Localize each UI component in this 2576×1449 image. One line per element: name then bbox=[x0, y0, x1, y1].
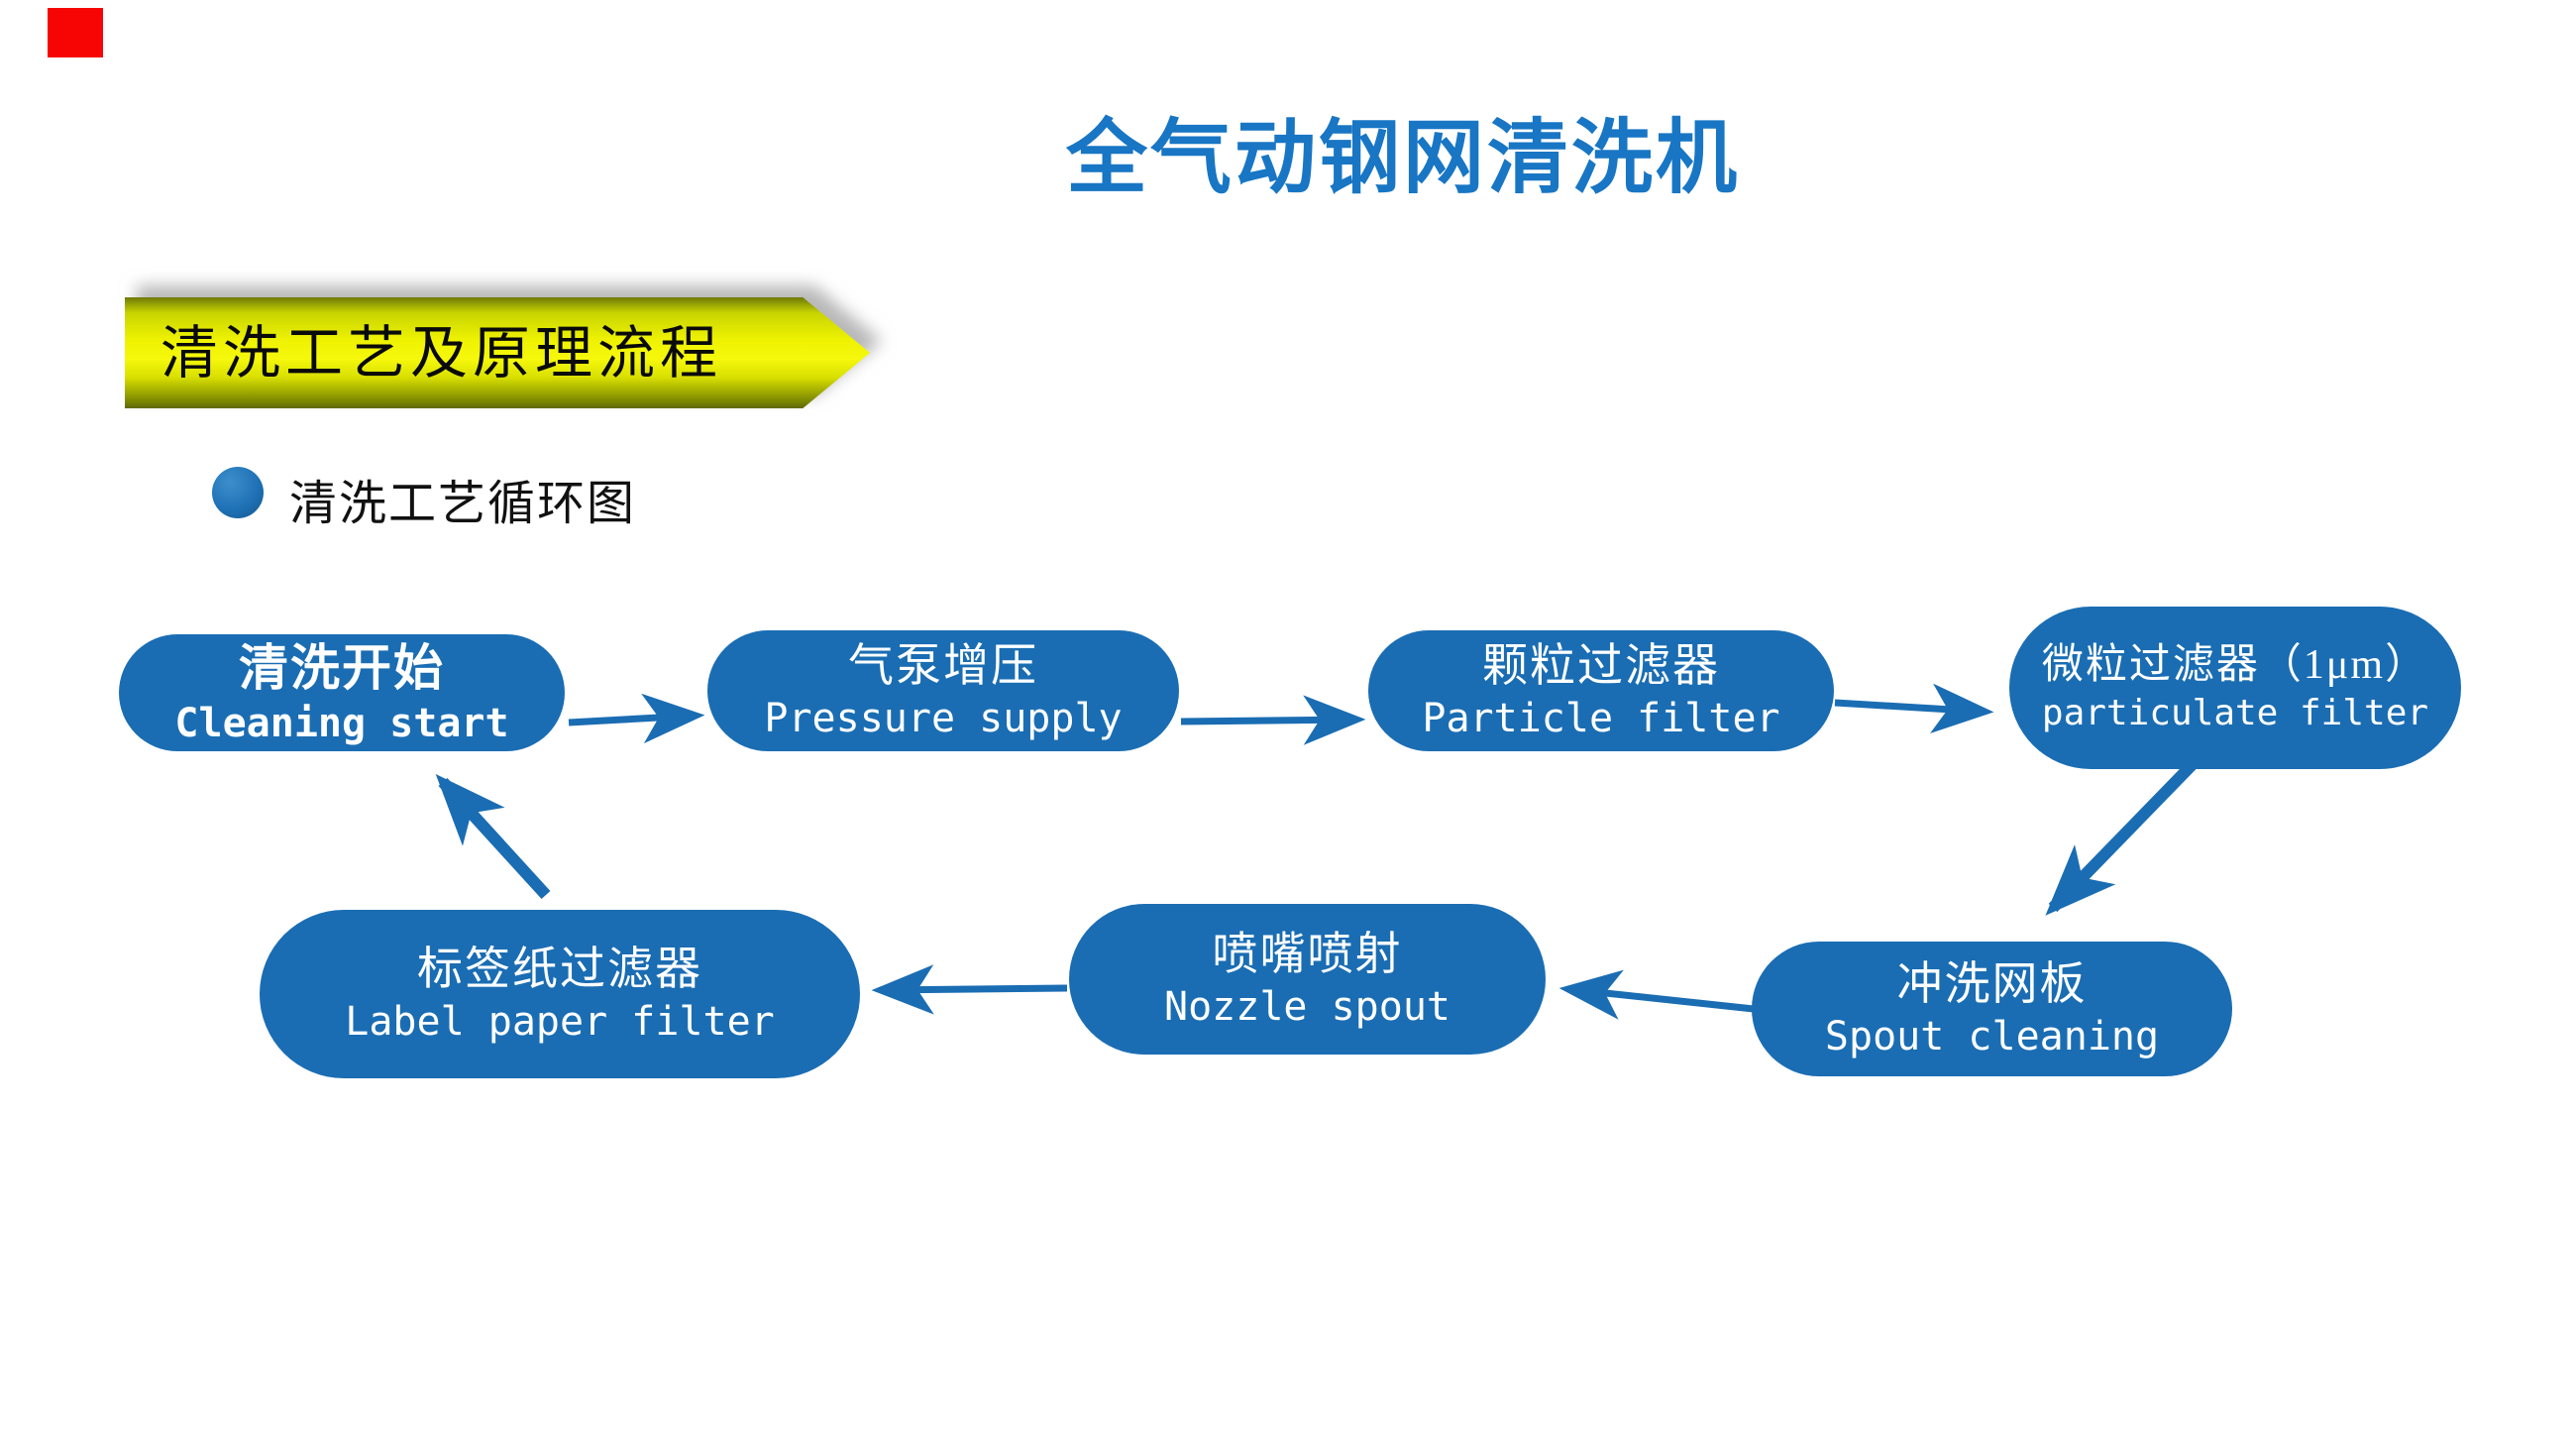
flow-node-particle-filter: 颗粒过滤器 Particle filter bbox=[1368, 630, 1834, 751]
node-label-zh: 标签纸过滤器 bbox=[417, 943, 702, 994]
arrow-spoutclean-to-nozzle bbox=[1558, 969, 1755, 1020]
arrow-labelfilter-to-start bbox=[435, 774, 551, 900]
arrow-particle-to-particulate bbox=[1834, 683, 1994, 733]
flow-node-spout-cleaning: 冲洗网板 Spout cleaning bbox=[1752, 942, 2232, 1076]
node-label-zh: 颗粒过滤器 bbox=[1482, 639, 1720, 691]
node-label-en: Spout cleaning bbox=[1824, 1014, 2160, 1060]
node-label-en: Nozzle spout bbox=[1164, 984, 1450, 1031]
node-label-en: Cleaning start bbox=[174, 700, 509, 746]
banner-arrow-shape bbox=[125, 297, 870, 408]
flow-node-particulate-filter: 微粒过滤器（1μm） particulate filter bbox=[2009, 607, 2461, 769]
node-label-zh: 喷嘴喷射 bbox=[1212, 928, 1403, 979]
section-banner-label: 清洗工艺及原理流程 bbox=[161, 321, 723, 386]
arrow-particulate-to-spoutclean bbox=[2045, 756, 2200, 916]
arrow-start-to-pressure bbox=[568, 693, 705, 744]
flow-node-nozzle-spout: 喷嘴喷射 Nozzle spout bbox=[1069, 904, 1546, 1055]
flow-node-pressure-supply: 气泵增压 Pressure supply bbox=[707, 630, 1179, 751]
node-label-zh: 微粒过滤器（1μm） bbox=[2041, 641, 2429, 688]
node-label-zh: 冲洗网板 bbox=[1896, 957, 2088, 1009]
arrow-pressure-to-particle bbox=[1180, 695, 1366, 745]
bullet-dot-icon bbox=[212, 467, 264, 518]
arrow-nozzle-to-labelfilter bbox=[871, 964, 1068, 1015]
node-label-en: particulate filter bbox=[2041, 693, 2429, 734]
red-corner-marker bbox=[48, 8, 103, 57]
section-banner: 清洗工艺及原理流程 bbox=[125, 297, 870, 408]
node-label-zh: 气泵增压 bbox=[848, 639, 1038, 691]
flow-node-cleaning-start: 清洗开始 Cleaning start bbox=[119, 634, 565, 751]
bullet-label: 清洗工艺循环图 bbox=[289, 478, 637, 530]
node-label-en: Label paper filter bbox=[345, 999, 775, 1046]
node-label-en: Pressure supply bbox=[764, 696, 1123, 742]
slide-title: 全气动钢网清洗机 bbox=[1066, 113, 1741, 203]
node-label-zh: 清洗开始 bbox=[239, 639, 445, 696]
node-label-en: Particle filter bbox=[1422, 696, 1780, 742]
flow-node-label-paper-filter: 标签纸过滤器 Label paper filter bbox=[260, 910, 860, 1078]
